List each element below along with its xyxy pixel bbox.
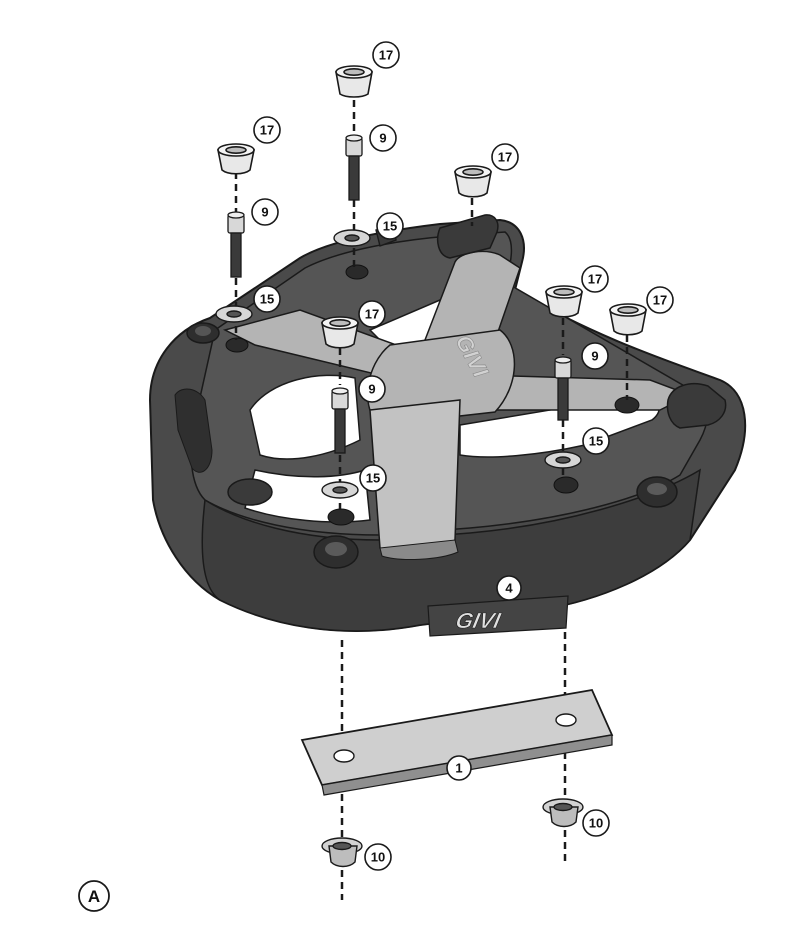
cap xyxy=(609,303,647,336)
callout-17: 17 xyxy=(491,143,519,171)
svg-text:17: 17 xyxy=(498,150,512,165)
rear-latch xyxy=(437,214,499,259)
mount-hole xyxy=(327,508,355,526)
screw xyxy=(227,211,245,278)
svg-text:10: 10 xyxy=(589,816,603,831)
svg-text:9: 9 xyxy=(591,349,598,364)
svg-text:15: 15 xyxy=(366,471,380,486)
callout-9: 9 xyxy=(358,375,386,403)
mount-hole xyxy=(225,337,249,353)
callout-10: 10 xyxy=(582,809,610,837)
rubber-pad-left-rear-inner xyxy=(195,326,211,336)
nut xyxy=(542,798,584,828)
screw xyxy=(331,387,349,454)
callout-4: 4 xyxy=(496,575,522,601)
screw xyxy=(554,356,572,421)
callout-17: 17 xyxy=(253,116,281,144)
rubber-pad-front-right-inner xyxy=(647,483,667,495)
svg-text:15: 15 xyxy=(589,434,603,449)
screw xyxy=(345,134,363,201)
washer xyxy=(333,229,371,247)
svg-text:17: 17 xyxy=(365,307,379,322)
svg-text:17: 17 xyxy=(588,272,602,287)
side-bump-left xyxy=(227,478,273,506)
cap xyxy=(454,165,492,198)
mount-hole xyxy=(345,264,369,280)
callout-10: 10 xyxy=(364,843,392,871)
callout-15: 15 xyxy=(253,285,281,313)
callout-17: 17 xyxy=(358,300,386,328)
callouts: 17 9 17 9 17 15 15 17 xyxy=(251,41,674,871)
frame-rear-arm xyxy=(423,250,521,356)
cap xyxy=(217,143,255,175)
cap xyxy=(321,316,359,349)
svg-text:9: 9 xyxy=(368,382,375,397)
svg-text:4: 4 xyxy=(505,581,513,596)
svg-text:9: 9 xyxy=(261,205,268,220)
rubber-pad-front-left-inner xyxy=(325,542,347,556)
callout-1: 1 xyxy=(446,755,472,781)
svg-text:15: 15 xyxy=(383,219,397,234)
right-latch xyxy=(666,382,727,429)
frame-front-face xyxy=(379,539,459,560)
callout-15: 15 xyxy=(376,212,404,240)
callout-15: 15 xyxy=(582,427,610,455)
callout-17: 17 xyxy=(581,265,609,293)
callout-9: 9 xyxy=(581,342,609,370)
callout-15: 15 xyxy=(359,464,387,492)
rack-logo-panel xyxy=(427,595,569,637)
frame-center xyxy=(367,329,516,426)
callout-17: 17 xyxy=(372,41,400,69)
svg-text:A: A xyxy=(88,887,100,906)
washer xyxy=(215,305,253,323)
washer xyxy=(544,451,582,469)
svg-text:1: 1 xyxy=(455,761,462,776)
cap xyxy=(335,65,373,98)
cap xyxy=(545,285,583,318)
svg-text:9: 9 xyxy=(379,131,386,146)
svg-text:10: 10 xyxy=(371,850,385,865)
callout-17: 17 xyxy=(646,286,674,314)
svg-text:15: 15 xyxy=(260,292,274,307)
washers xyxy=(215,223,582,499)
svg-text:17: 17 xyxy=(260,123,274,138)
caps xyxy=(217,65,647,349)
rack-details: GIVI xyxy=(186,214,727,637)
callout-9: 9 xyxy=(251,198,279,226)
svg-text:17: 17 xyxy=(379,48,393,63)
callout-9: 9 xyxy=(369,124,397,152)
washer xyxy=(321,481,359,499)
rack-front-logo: GIVI xyxy=(453,608,503,633)
mount-hole xyxy=(553,476,579,494)
screws xyxy=(227,134,572,454)
svg-text:17: 17 xyxy=(653,293,667,308)
view-label: A xyxy=(78,880,110,912)
plate-hole xyxy=(555,713,577,727)
nuts xyxy=(321,798,584,868)
rack-left-recess xyxy=(174,388,213,473)
plate-hole xyxy=(333,749,355,763)
assembly-lines xyxy=(234,100,629,900)
nut xyxy=(321,837,363,868)
